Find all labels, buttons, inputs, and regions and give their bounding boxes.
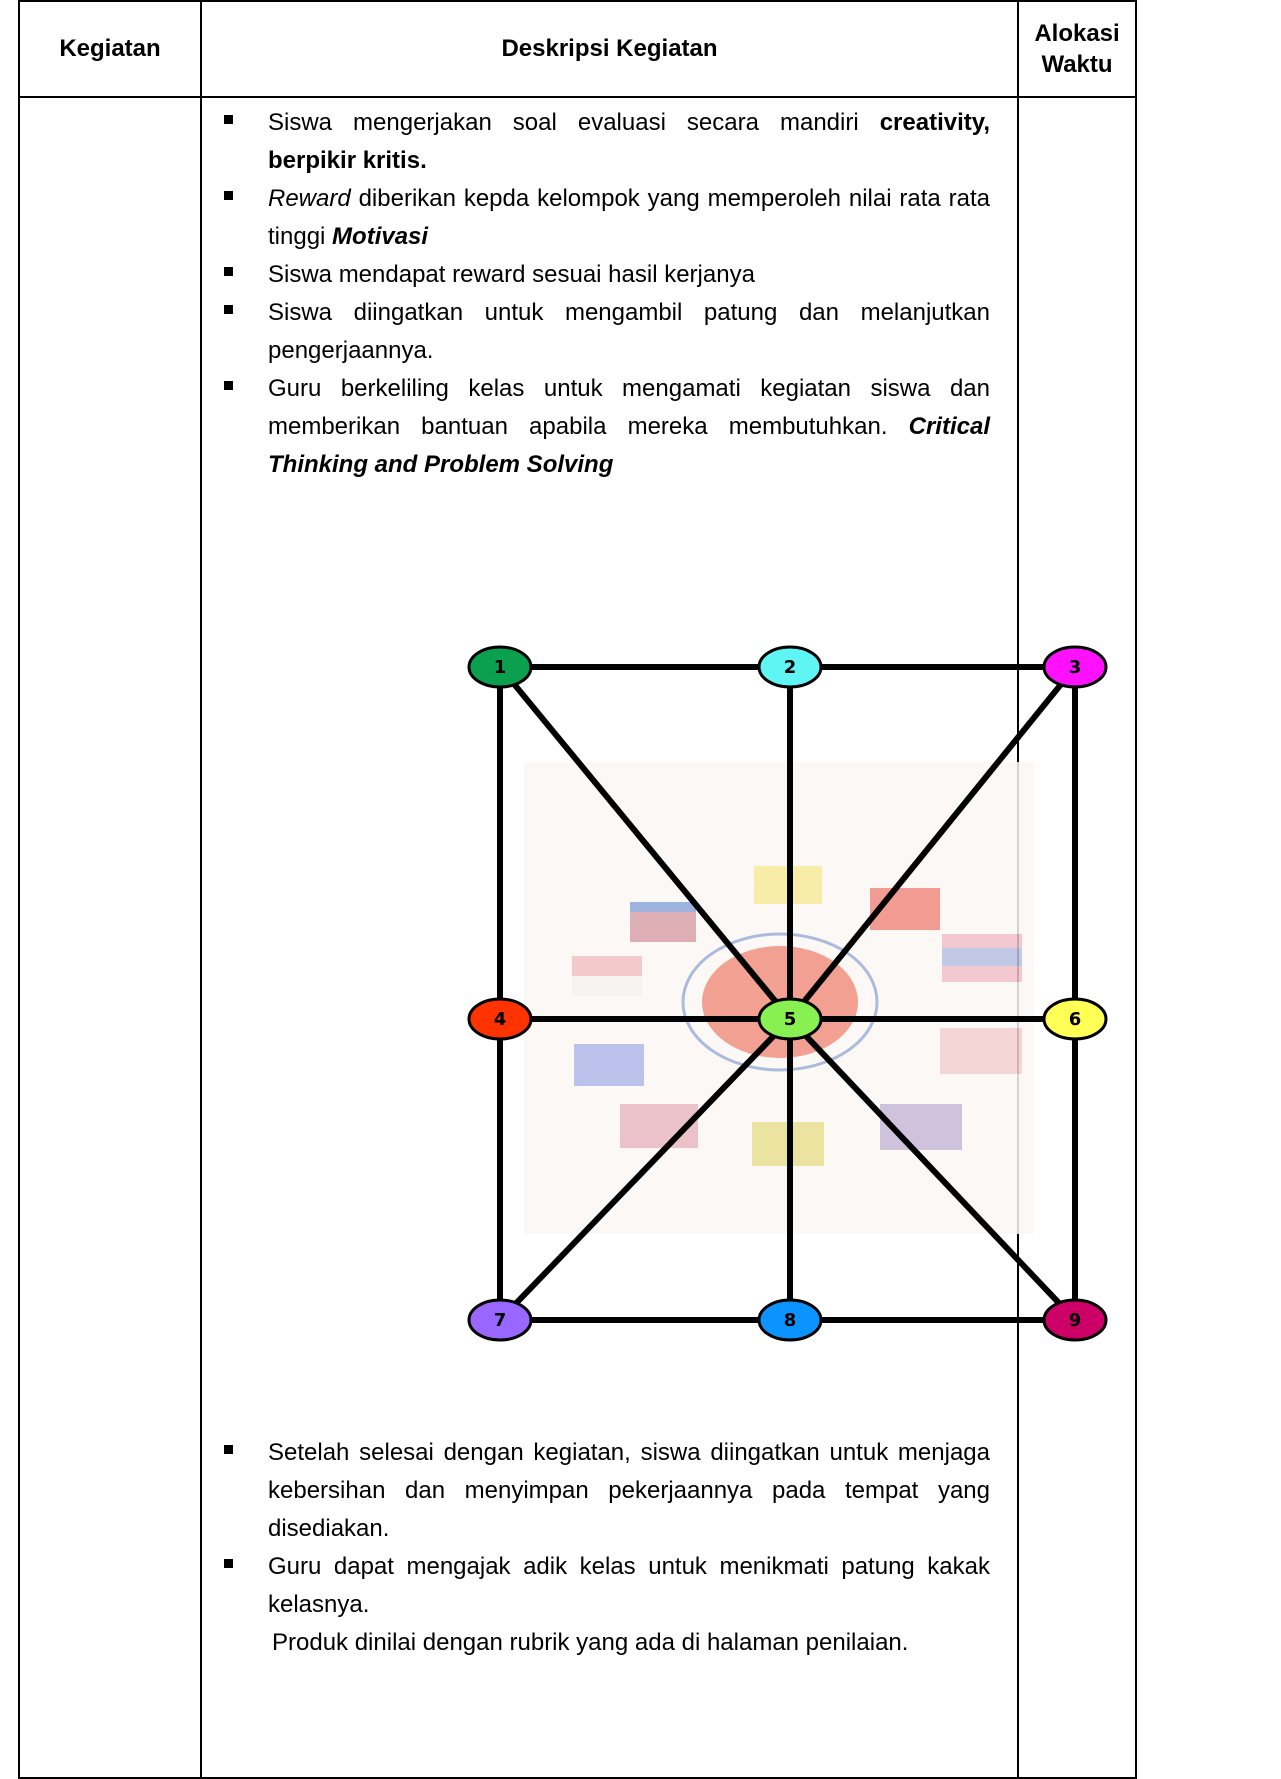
bullet-list-bottom: Setelah selesai dengan kegiatan, siswa d…	[202, 1434, 1014, 1662]
node-label: 9	[1069, 1310, 1082, 1331]
node-label: 8	[784, 1310, 797, 1331]
node-circle	[1042, 645, 1108, 689]
diagram-node-7: 7	[467, 1298, 533, 1342]
flag-cambodia-stripe	[630, 902, 696, 912]
bullet-text: Setelah selesai dengan kegiatan, siswa d…	[268, 1439, 990, 1542]
diagram-line	[497, 665, 793, 1021]
diagram-nodes: 1 2 3 4 5 6 7 8 9	[467, 645, 1108, 1342]
bullet-text: Produk dinilai dengan rubrik yang ada di…	[272, 1629, 909, 1656]
bullet-item: Setelah selesai dengan kegiatan, siswa d…	[202, 1434, 1014, 1548]
node-circle	[467, 997, 533, 1041]
bullet-item: Siswa mendapat reward sesuai hasil kerja…	[202, 256, 1014, 294]
diagram-line	[787, 1016, 1078, 1323]
diagram-node-1: 1	[467, 645, 533, 689]
node-label: 3	[1069, 657, 1082, 678]
bullet-item: Guru dapat mengajak adik kelas untuk men…	[202, 1548, 1014, 1624]
bullet-list-top: Siswa mengerjakan soal evaluasi secara m…	[202, 104, 1014, 484]
header-alokasi-waktu: Alokasi Waktu	[1017, 0, 1137, 98]
diagram-edges	[497, 664, 1078, 1323]
diagram-node-5: 5	[757, 997, 823, 1041]
diagram-line	[497, 1016, 793, 1323]
node-label: 7	[494, 1310, 507, 1331]
node-label: 4	[494, 1009, 507, 1030]
node-circle	[757, 1298, 823, 1342]
bullet-item: Guru berkeliling kelas untuk mengamati k…	[202, 370, 1014, 484]
header-kegiatan: Kegiatan	[18, 0, 202, 98]
node-circle	[757, 645, 823, 689]
bullet-text: creativity, berpikir kritis.	[268, 109, 990, 174]
bullet-item: Siswa diingatkan untuk mengambil patung …	[202, 294, 1014, 370]
bullet-text: Siswa mendapat reward sesuai hasil kerja…	[268, 261, 755, 288]
flag-thailand-stripe	[942, 948, 1022, 966]
diagram-node-3: 3	[1042, 645, 1108, 689]
bullet-text: Reward	[268, 185, 351, 212]
node-circle	[757, 997, 823, 1041]
asean-background-image	[524, 762, 1034, 1234]
bullet-text: diberikan kepda kelompok yang memperoleh…	[268, 185, 990, 250]
nine-point-diagram: 1 2 3 4 5 6 7 8 9	[434, 640, 1134, 1370]
body-row: Siswa mengerjakan soal evaluasi secara m…	[18, 96, 1137, 1779]
bullet-item: Produk dinilai dengan rubrik yang ada di…	[202, 1624, 1014, 1662]
activity-table: Kegiatan Deskripsi Kegiatan Alokasi Wakt…	[18, 0, 1137, 1779]
diagram-line	[787, 665, 1078, 1021]
node-circle	[1042, 997, 1108, 1041]
asean-ring	[681, 932, 879, 1072]
diagram-svg: 1 2 3 4 5 6 7 8 9	[467, 645, 1108, 1342]
node-label: 2	[784, 657, 797, 678]
bullet-item: Reward diberikan kepda kelompok yang mem…	[202, 180, 1014, 256]
node-label: 5	[784, 1009, 797, 1030]
node-circle	[467, 645, 533, 689]
deskripsi-cell: Siswa mengerjakan soal evaluasi secara m…	[200, 96, 1108, 1779]
kegiatan-cell	[18, 96, 202, 1779]
diagram-node-9: 9	[1042, 1298, 1108, 1342]
diagram-node-4: 4	[467, 997, 533, 1041]
flag-singapore	[940, 1028, 1022, 1074]
bullet-item: Siswa mengerjakan soal evaluasi secara m…	[202, 104, 1014, 180]
bullet-text: Critical Thinking and Problem Solving	[268, 413, 990, 478]
flag-indonesia-white	[572, 976, 642, 996]
header-alokasi: Alokasi	[1034, 20, 1120, 47]
bullet-text: Siswa diingatkan untuk mengambil patung …	[268, 299, 990, 364]
bullet-text: Motivasi	[332, 223, 429, 250]
header-row: Kegiatan Deskripsi Kegiatan Alokasi Wakt…	[18, 0, 1137, 98]
node-circle	[1042, 1298, 1108, 1342]
diagram-node-2: 2	[757, 645, 823, 689]
node-circle	[467, 1298, 533, 1342]
node-label: 6	[1069, 1009, 1082, 1030]
flag-laos	[574, 1044, 644, 1086]
header-deskripsi: Deskripsi Kegiatan	[200, 0, 1019, 98]
bullet-text: Guru berkeliling kelas untuk mengamati k…	[268, 375, 990, 440]
node-label: 1	[494, 657, 507, 678]
bullet-text: Guru dapat mengajak adik kelas untuk men…	[268, 1553, 990, 1618]
header-waktu: Waktu	[1041, 51, 1113, 78]
bullet-text: Siswa mengerjakan soal evaluasi secara m…	[268, 109, 880, 136]
diagram-node-8: 8	[757, 1298, 823, 1342]
diagram-node-6: 6	[1042, 997, 1108, 1041]
